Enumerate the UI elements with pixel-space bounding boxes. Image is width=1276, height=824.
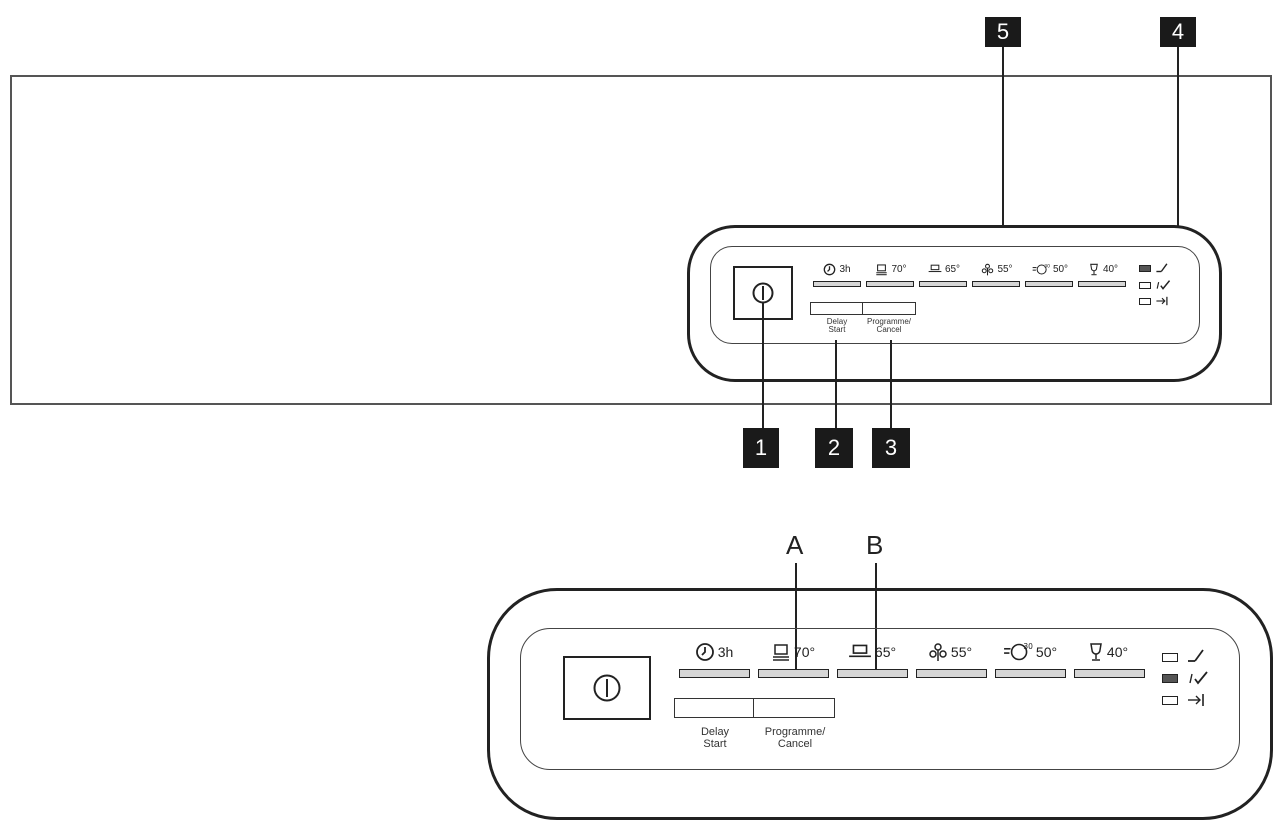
programme-top-2: 65°	[919, 260, 969, 278]
end-icon	[1186, 692, 1206, 708]
callout-2: 2	[815, 428, 853, 468]
programme-top-0: 3h	[812, 260, 862, 278]
programme-2: 65°	[836, 640, 908, 664]
callout-2-leader	[835, 340, 837, 430]
programme-led-bar	[995, 669, 1066, 678]
programme-led-bar	[916, 669, 987, 678]
control-panel-enlarged	[487, 588, 1273, 820]
callout-1-leader	[762, 302, 764, 430]
programme-led-bar	[1078, 281, 1126, 287]
callout-1: 1	[743, 428, 779, 468]
salt-icon	[1186, 648, 1206, 664]
pot-icon	[772, 644, 789, 661]
programme-cancel-label: Programme/Cancel	[764, 726, 826, 750]
indicator-led-top	[1139, 282, 1151, 289]
label-b: B	[866, 530, 884, 560]
callout-3-leader	[890, 340, 892, 430]
eco-icon	[982, 263, 994, 275]
callout-3: 3	[872, 428, 910, 468]
clock-icon	[695, 643, 714, 661]
programme-top-4: 30' 50°	[1024, 260, 1076, 278]
programme-cancel-button[interactable]	[753, 698, 835, 718]
programme-cancel-button-top[interactable]	[862, 302, 916, 315]
label-a: A	[786, 530, 804, 560]
indicator-led-top	[1139, 265, 1151, 272]
programme-label: 40°	[1102, 263, 1119, 275]
label-b-leader	[875, 563, 877, 673]
programme-label: 50°	[1035, 644, 1058, 660]
control-panel-enlarged-inner	[520, 628, 1240, 770]
programme-label: 55°	[997, 263, 1013, 275]
callout-4-leader	[1177, 47, 1179, 317]
glass-icon	[1090, 643, 1102, 661]
pot-icon	[876, 263, 888, 275]
programme-3: 55°	[914, 640, 986, 664]
delay-start-button-top[interactable]	[810, 302, 863, 315]
programme-label: 3h	[717, 644, 734, 660]
programme-label: 65°	[874, 644, 897, 660]
programme-led-bar	[1025, 281, 1073, 287]
indicator-led-top	[1139, 298, 1151, 305]
control-panel-top-inner	[710, 246, 1200, 344]
programme-5: 40°	[1072, 640, 1144, 664]
power-icon	[592, 673, 622, 703]
programme-label: 70°	[793, 644, 816, 660]
programme-led-bar	[1074, 669, 1145, 678]
programme-led-bar	[972, 281, 1020, 287]
end-icon	[1155, 295, 1169, 307]
programme-label: 65°	[944, 263, 961, 275]
salt-icon	[1155, 262, 1169, 274]
programme-cancel-label-top: Programme/Cancel	[866, 317, 911, 335]
dishwasher-front-panel	[10, 75, 1272, 405]
programme-led-bar	[758, 669, 829, 678]
indicator-led-salt	[1162, 653, 1178, 662]
programme-top-1: 70°	[866, 260, 916, 278]
programme-label: 55°	[950, 644, 973, 660]
eco-icon	[929, 643, 947, 661]
quick-icon: 30'	[1003, 642, 1033, 661]
callout-5-leader	[1002, 47, 1004, 227]
programme-label: 50°	[1052, 263, 1069, 275]
programme-top-3: 55°	[972, 260, 1022, 278]
programme-led-bar	[837, 669, 908, 678]
programme-0: 3h	[678, 640, 750, 664]
programme-4: 30' 50°	[992, 640, 1068, 664]
indicator-led-end	[1162, 696, 1178, 705]
dish-icon	[848, 644, 871, 658]
programme-led-bar	[813, 281, 861, 287]
svg-text:30': 30'	[1044, 263, 1050, 269]
programme-led-bar	[679, 669, 750, 678]
clock-icon	[824, 263, 836, 275]
delay-start-button[interactable]	[674, 698, 754, 718]
label-a-leader	[795, 563, 797, 673]
rinse-aid-icon	[1155, 279, 1171, 291]
programme-1: 70°	[757, 640, 829, 664]
programme-led-bar	[866, 281, 914, 287]
indicator-led-rinse-aid	[1162, 674, 1178, 683]
rinse-aid-icon	[1186, 670, 1210, 686]
dish-icon	[928, 264, 942, 273]
quick-icon: 30'	[1032, 263, 1050, 275]
svg-text:30': 30'	[1023, 642, 1033, 651]
callout-4: 4	[1160, 17, 1196, 47]
callout-5: 5	[985, 17, 1021, 47]
programme-top-5: 40°	[1078, 260, 1128, 278]
programme-label: 40°	[1106, 644, 1129, 660]
programme-label: 3h	[839, 263, 851, 275]
programme-led-bar	[919, 281, 967, 287]
glass-icon	[1090, 263, 1098, 275]
programme-label: 70°	[891, 263, 907, 275]
power-button[interactable]	[563, 656, 651, 720]
